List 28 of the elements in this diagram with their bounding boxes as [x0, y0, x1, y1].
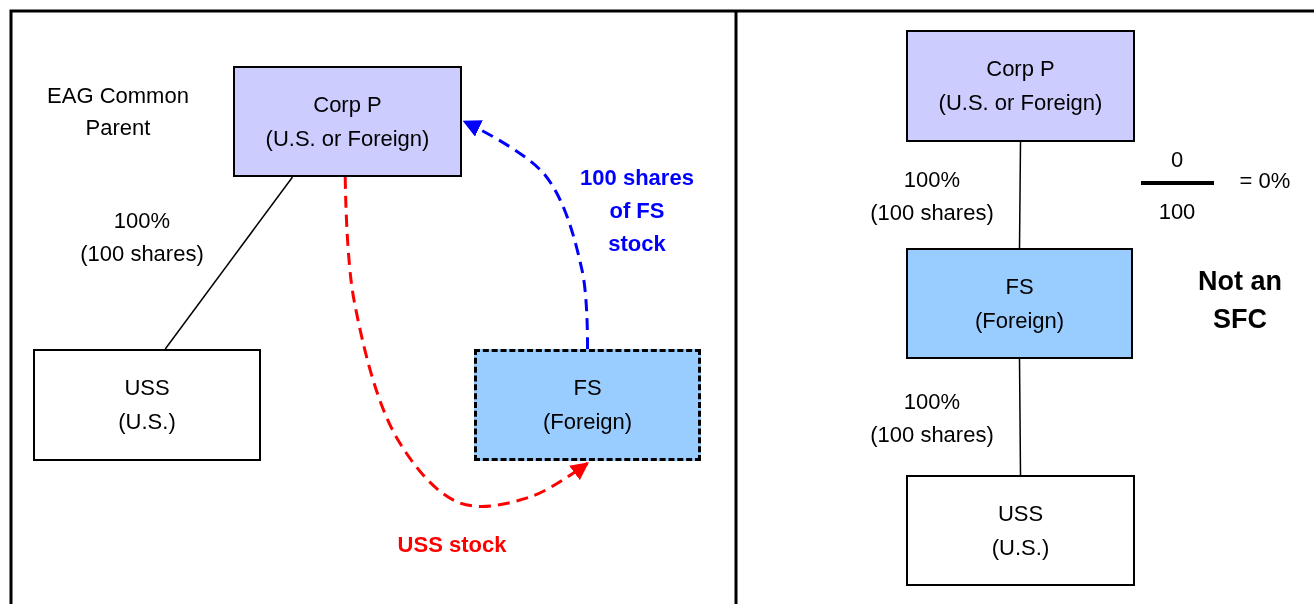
entity-name: USS	[124, 374, 170, 402]
entity-box	[474, 349, 701, 461]
entity-name: (U.S.)	[991, 533, 1050, 562]
connector-line	[1018, 358, 1022, 476]
role-caption: EAG Common Parent	[46, 82, 190, 142]
dashed-arrow	[343, 176, 589, 508]
entity-name: FS	[1005, 272, 1034, 301]
entity-box	[906, 248, 1133, 359]
entity-name: (Foreign)	[974, 306, 1065, 335]
entity-name: Corp P	[313, 90, 382, 119]
verdict-text: Not an SFC	[1197, 265, 1283, 336]
dashed-arrow	[462, 120, 589, 349]
connector-line	[164, 176, 294, 350]
entity-box	[33, 349, 261, 461]
entity-name: (U.S. or Foreign)	[938, 89, 1103, 117]
percentage: = 0%	[1239, 167, 1291, 195]
entity-name: Corp P	[986, 55, 1055, 83]
entity-name: FS	[573, 374, 602, 402]
entity-name: (U.S. or Foreign)	[265, 124, 430, 153]
entity-box	[233, 66, 462, 177]
entity-box	[906, 475, 1135, 586]
denominator: 100	[1158, 198, 1196, 226]
entity-box	[906, 30, 1135, 142]
entity-name: (Foreign)	[542, 408, 633, 436]
numerator: 0	[1170, 146, 1184, 174]
entity-name: USS	[997, 499, 1044, 528]
connector-line	[1018, 141, 1022, 249]
entity-name: (U.S.)	[118, 408, 176, 436]
